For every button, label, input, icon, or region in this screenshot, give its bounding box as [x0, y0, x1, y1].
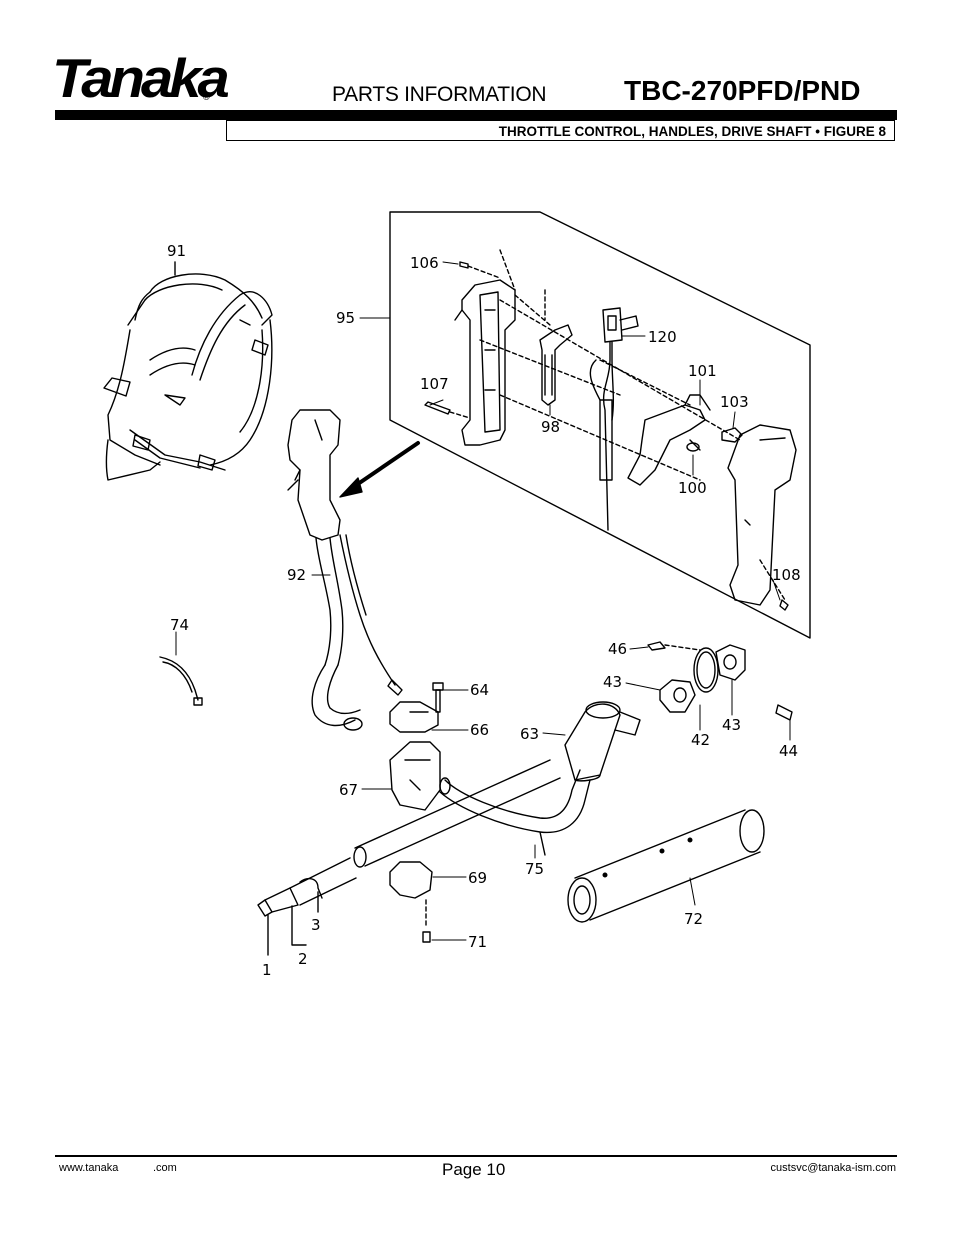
part-label: 71 — [468, 933, 487, 951]
website-link-prefix[interactable]: www.tanaka — [59, 1162, 119, 1174]
part-label: 67 — [339, 781, 358, 799]
part-label: 63 — [520, 725, 539, 743]
part-label: 69 — [468, 869, 487, 887]
website-link-suffix[interactable]: .com — [153, 1162, 177, 1174]
footer-rule — [55, 1155, 897, 1157]
throttle-detail-inset — [389, 211, 811, 639]
model-number: TBC-270PFD/PND — [624, 75, 861, 106]
handle-clamp-parts — [647, 641, 793, 721]
part-label: 106 — [410, 254, 439, 272]
spring-100 — [686, 439, 701, 452]
header-rule — [55, 110, 897, 120]
tanaka-logo: Tanaka — [52, 47, 230, 110]
part-label: 101 — [688, 362, 717, 380]
drive-shaft-tube — [289, 759, 561, 906]
part-label: 3 — [311, 916, 321, 934]
part-label: 43 — [603, 673, 622, 691]
part-label: 42 — [691, 731, 710, 749]
leader-lines — [175, 261, 791, 941]
part-label: 74 — [170, 616, 189, 634]
part-label: 75 — [525, 860, 544, 878]
part-label: 46 — [608, 640, 627, 658]
bracket-67 — [389, 741, 441, 811]
cable-tie-74 — [159, 656, 203, 706]
page-number: Page 10 — [442, 1160, 506, 1179]
support-email-link[interactable]: custsvc@tanaka-ism.com — [770, 1162, 896, 1174]
part-label: 100 — [678, 479, 707, 497]
loop-handle-75 — [439, 769, 591, 856]
throttle-housing-left — [454, 279, 516, 446]
assembly-guides — [479, 249, 786, 601]
screw-107 — [424, 401, 471, 419]
shaft-end-parts — [257, 877, 323, 956]
part-label: 92 — [287, 566, 306, 584]
bolt-64 — [432, 682, 444, 713]
harness-drawing — [103, 261, 273, 481]
part-label: 91 — [167, 242, 186, 260]
figure-subtitle-bar: THROTTLE CONTROL, HANDLES, DRIVE SHAFT •… — [226, 120, 895, 141]
assembly-arrow — [339, 441, 420, 498]
grip-63 — [564, 701, 641, 782]
part-label: 43 — [722, 716, 741, 734]
part-label: 72 — [684, 910, 703, 928]
clamp-66 — [389, 701, 439, 733]
figure-subtitle: THROTTLE CONTROL, HANDLES, DRIVE SHAFT •… — [498, 124, 886, 139]
part-label: 107 — [420, 375, 449, 393]
switch-120 — [589, 307, 639, 531]
handle-grip-92 — [287, 409, 403, 731]
part-label: 95 — [336, 309, 355, 327]
lever-98 — [514, 289, 573, 406]
part-label: 44 — [779, 742, 798, 760]
part-label: 64 — [470, 681, 489, 699]
part-label: 2 — [298, 950, 308, 968]
registered-mark: ® — [203, 92, 210, 102]
part-label: 66 — [470, 721, 489, 739]
part-label: 1 — [262, 961, 272, 979]
throttle-housing-right — [727, 424, 797, 611]
section-title: PARTS INFORMATION — [332, 83, 547, 106]
screw-106 — [459, 261, 501, 279]
shaft-cover-72 — [567, 809, 765, 923]
part-label: 120 — [648, 328, 677, 346]
part-label: 98 — [541, 418, 560, 436]
part-label: 103 — [720, 393, 749, 411]
clamp-69 — [389, 861, 433, 943]
part-label: 108 — [772, 566, 801, 584]
